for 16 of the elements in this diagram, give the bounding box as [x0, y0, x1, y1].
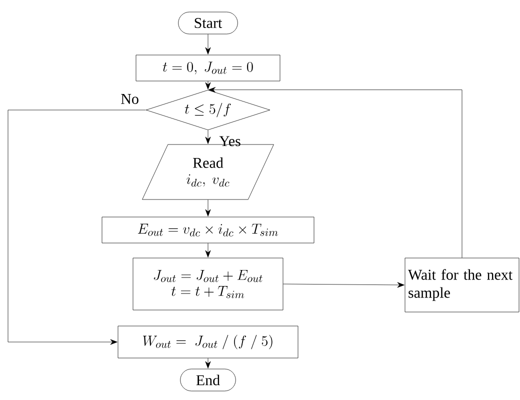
arrow [8, 110, 146, 345]
arrow [205, 200, 211, 216]
arrow [205, 243, 211, 258]
arrow [205, 130, 211, 144]
arrow [205, 81, 211, 90]
process-box: $J_{out} = J_{out} + E_{out}$ $t = t + T_{sim}$ [132, 258, 284, 310]
process-box: $W_{out} =\ J_{out}\ /\ (f\ /\ 5)$ [118, 326, 298, 358]
edge-label: No [121, 94, 138, 104]
process-box: $E_{out} = v_{dc} \times i_{dc} \times T_{sim}$ [102, 216, 314, 244]
process-box: Wait for the next sample [404, 258, 520, 312]
edge-label: Yes [219, 136, 240, 146]
arrow [205, 34, 211, 54]
process-box: $t = 0,\ J_{out} = 0$ [136, 54, 280, 82]
arrow [208, 87, 462, 258]
arrow [205, 358, 211, 368]
arrow [283, 282, 404, 288]
